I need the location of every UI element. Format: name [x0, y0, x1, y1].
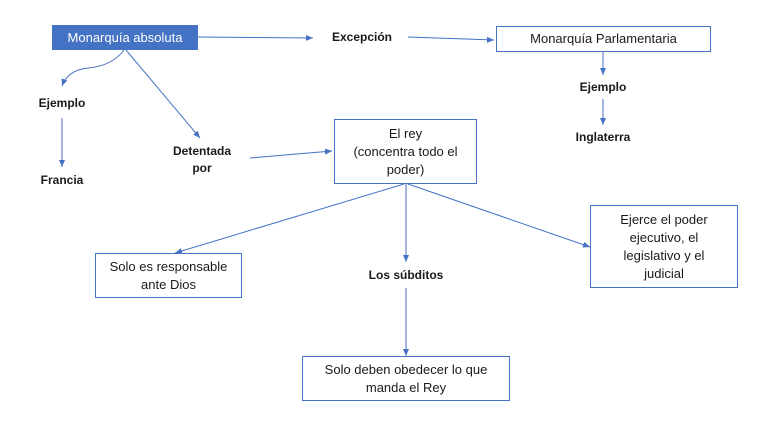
label-excepcion: Excepción — [331, 30, 393, 44]
label-ejemplo-right: Ejemplo — [579, 80, 627, 94]
label-los-subditos: Los súbditos — [368, 268, 444, 282]
arrow-detentada-to-rey — [249, 148, 333, 159]
node-responsable-ante-dios: Solo es responsable ante Dios — [95, 253, 242, 298]
node-el-rey: El rey (concentra todo el poder) — [334, 119, 477, 184]
arrow-rey-to-responsable — [174, 183, 405, 254]
label-ejemplo-left: Ejemplo — [38, 96, 86, 110]
label-francia: Francia — [40, 173, 84, 187]
label-detentada-por: Detentada por — [172, 144, 231, 175]
arrow-excepcion-to-parlamentaria — [407, 36, 495, 43]
node-monarquia-parlamentaria: Monarquía Parlamentaria — [496, 26, 711, 52]
node-ejerce-el-poder: Ejerce el poder ejecutivo, el legislativ… — [590, 205, 738, 288]
node-solo-deben-obedecer: Solo deben obedecer lo que manda el Rey — [302, 356, 510, 401]
arrow-absoluta-to-excepcion — [197, 34, 314, 41]
node-monarquia-absoluta: Monarquía absoluta — [52, 25, 198, 50]
label-inglaterra: Inglaterra — [575, 130, 631, 144]
arrow-absoluta-to-detentada — [125, 49, 201, 139]
arrow-rey-to-ejerce — [407, 183, 591, 248]
arrow-absoluta-to-ejemplo — [61, 49, 125, 87]
